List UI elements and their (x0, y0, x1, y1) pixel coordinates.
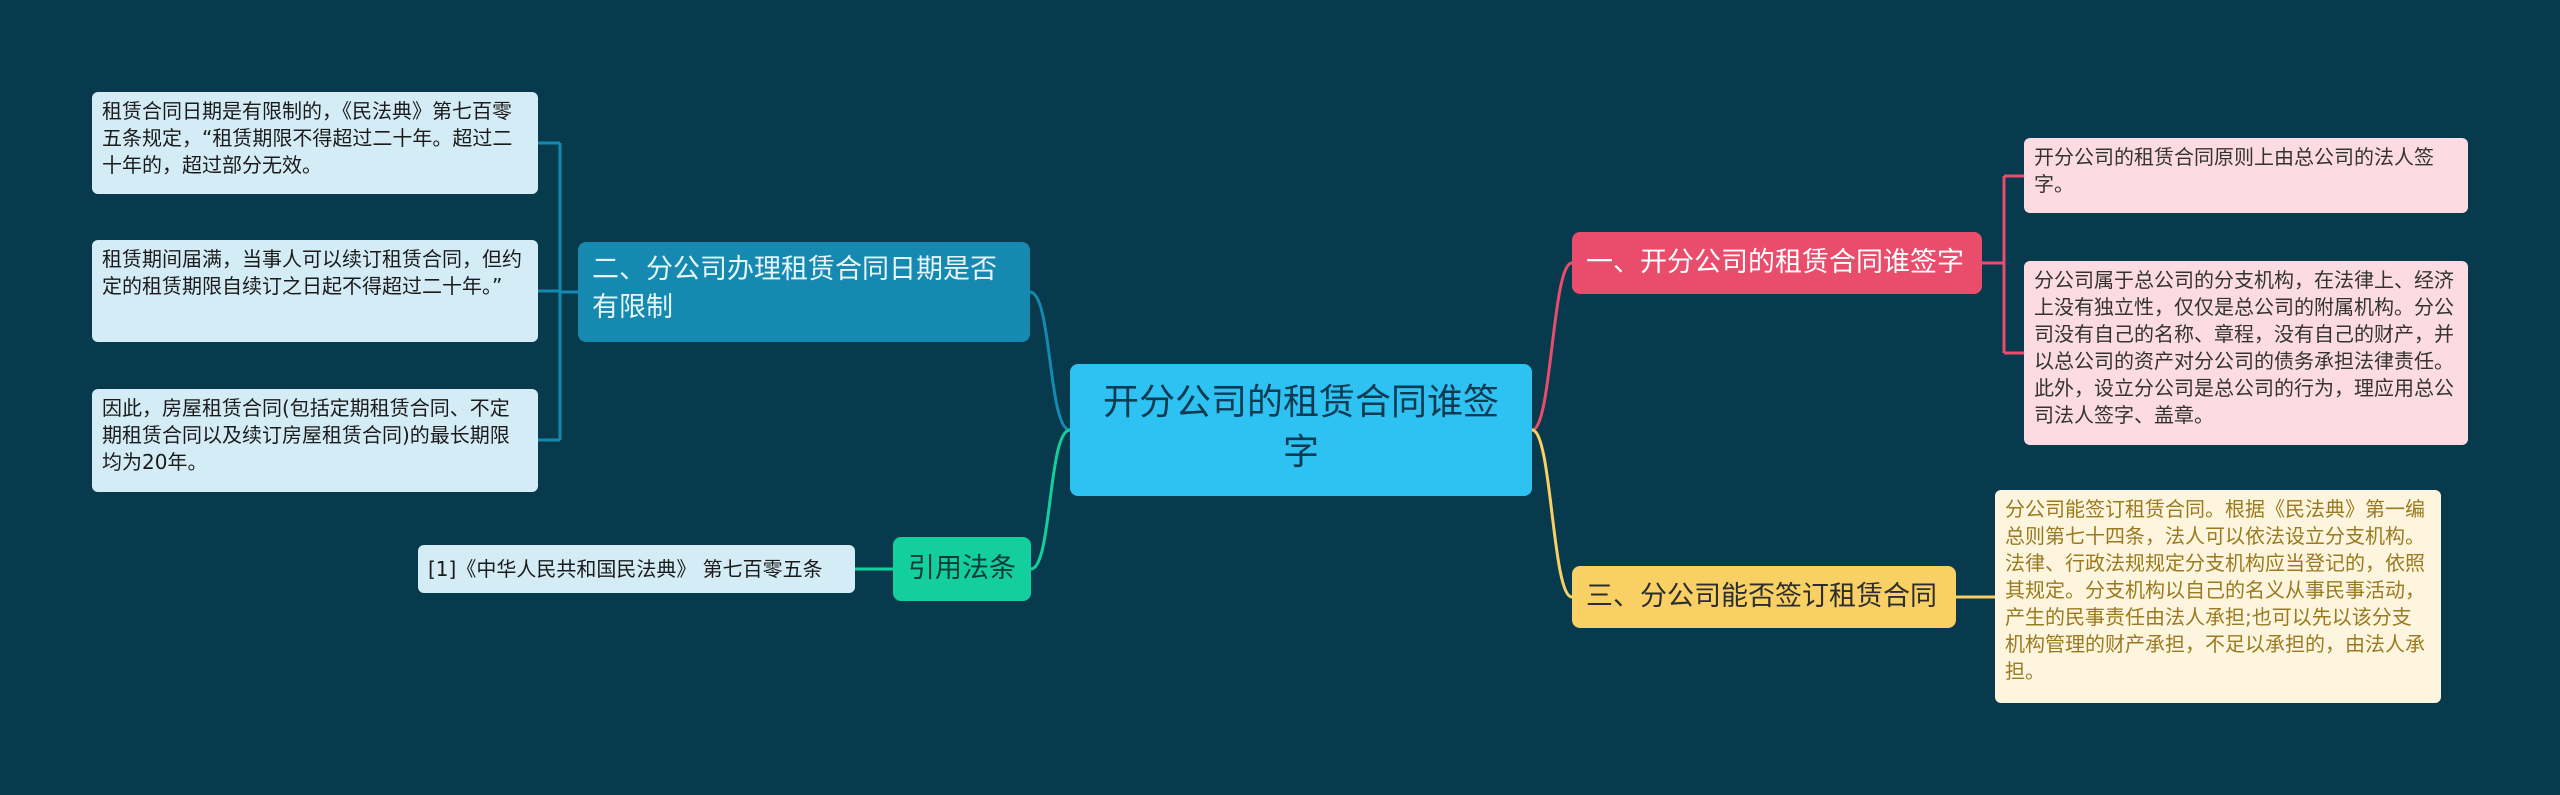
leaf-who-signs-1[interactable]: 开分公司的租赁合同原则上由总公司的法人签字。 (2024, 138, 2468, 213)
leaf-who-signs-2[interactable]: 分公司属于总公司的分支机构，在法律上、经济上没有独立性，仅仅是总公司的附属机构。… (2024, 261, 2468, 445)
link-root-right-1 (1531, 261, 1573, 432)
leaf-can-sign-1[interactable]: 分公司能签订租赁合同。根据《民法典》第一编总则第七十四条，法人可以依法设立分支机… (1995, 490, 2441, 703)
leaf-citation-1[interactable]: [1]《中华人民共和国民法典》 第七百零五条 (418, 545, 855, 593)
link-left-leaves (538, 141, 578, 442)
link-root-citation (1030, 428, 1071, 571)
root-node[interactable]: 开分公司的租赁合同谁签字 (1070, 364, 1532, 496)
branch-can-sign[interactable]: 三、分公司能否签订租赁合同 (1572, 566, 1956, 628)
branch-citations[interactable]: 引用法条 (893, 537, 1031, 601)
branch-who-signs[interactable]: 一、开分公司的租赁合同谁签字 (1572, 232, 1982, 294)
link-right-1-leaves (1982, 174, 2024, 355)
branch-date-limit[interactable]: 二、分公司办理租赁合同日期是否有限制 (578, 242, 1030, 342)
link-root-left-branch (1029, 290, 1071, 432)
leaf-date-limit-3[interactable]: 因此，房屋租赁合同(包括定期租赁合同、不定期租赁合同以及续订房屋租赁合同)的最长… (92, 389, 538, 492)
link-root-right-3 (1531, 428, 1573, 599)
leaf-date-limit-1[interactable]: 租赁合同日期是有限制的，《民法典》第七百零五条规定，“租赁期限不得超过二十年。超… (92, 92, 538, 194)
leaf-date-limit-2[interactable]: 租赁期间届满，当事人可以续订租赁合同，但约定的租赁期限自续订之日起不得超过二十年… (92, 240, 538, 342)
